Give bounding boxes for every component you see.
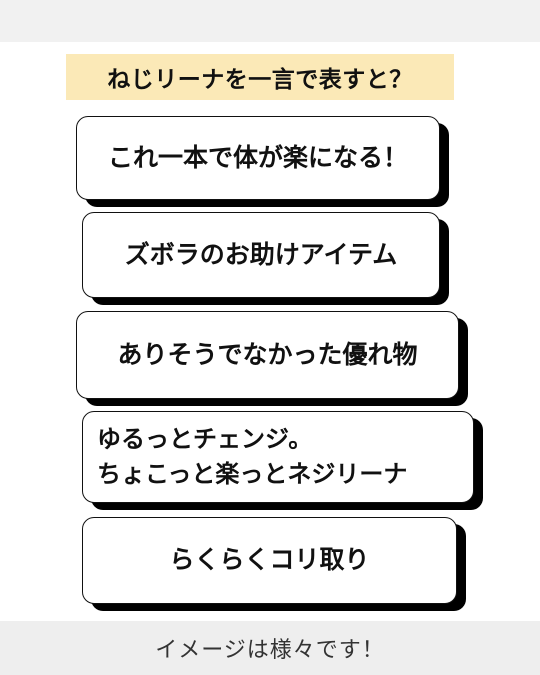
answer-card-1: これ一本で体が楽になる！: [76, 116, 440, 200]
answer-card-5: らくらくコリ取り: [82, 517, 457, 604]
answer-card-4: ゆるっとチェンジ。 ちょこっと楽っとネジリーナ: [82, 411, 474, 503]
top-band: [0, 0, 540, 42]
answer-card-1-text: これ一本で体が楽になる！: [107, 142, 408, 172]
answer-card-4-text: ゆるっとチェンジ。 ちょこっと楽っとネジリーナ: [97, 422, 407, 492]
page-heading: ねじリーナを一言で表すと？: [66, 54, 454, 100]
answer-card-4-line-2: ちょこっと楽っとネジリーナ: [97, 460, 408, 488]
answer-card-2: ズボラのお助けアイテム: [82, 212, 440, 298]
image-disclaimer: イメージは様々です！: [0, 621, 540, 675]
answer-card-3: ありそうでなかった優れ物: [76, 311, 459, 399]
answer-card-4-line-1: ゆるっとチェンジ。: [97, 425, 313, 454]
answer-card-2-text: ズボラのお助けアイテム: [124, 239, 398, 269]
answer-card-3-text: ありそうでなかった優れ物: [117, 339, 418, 369]
answer-card-5-text: らくらくコリ取り: [169, 545, 370, 575]
